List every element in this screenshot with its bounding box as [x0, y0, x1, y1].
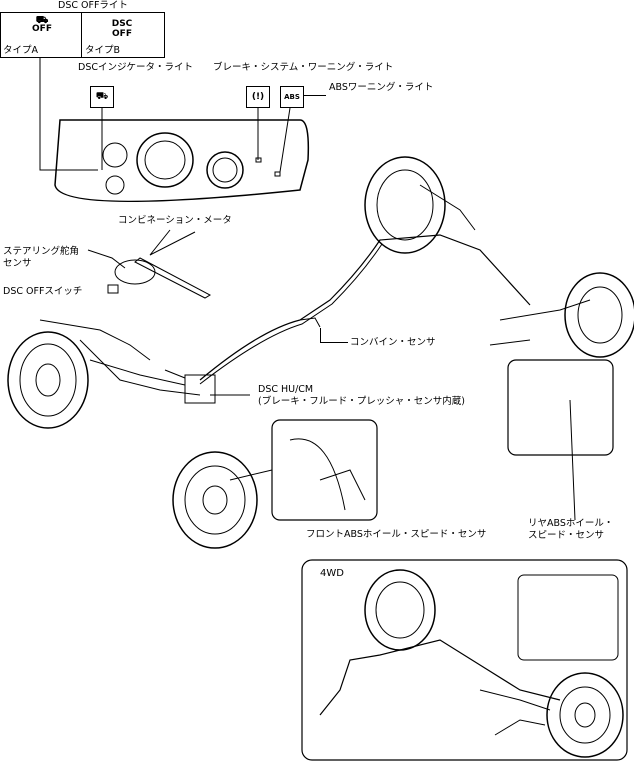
dsc-off-type-a-icon: ⛟ OFF	[26, 16, 58, 34]
combine-sensor-label: コンバイン・センサ	[350, 337, 436, 348]
abs-warning-label: ABSワーニング・ライト	[329, 82, 434, 93]
brake-warning-icon: (!)	[246, 86, 270, 108]
front-abs-sensor-label: フロントABSホイール・スピード・センサ	[306, 529, 487, 540]
abs-warning-icon: ABS	[280, 86, 304, 108]
abs-leader-line	[304, 95, 326, 96]
steering-angle-sensor-label-2: センサ	[3, 258, 32, 269]
car-skid-icon: ⛟	[35, 15, 49, 26]
four-wd-label: 4WD	[320, 568, 344, 579]
combination-meter-label: コンビネーション・メータ	[118, 215, 232, 226]
dsc-hucm-label-2: (ブレーキ・フルード・プレッシャ・センサ内蔵)	[258, 396, 465, 407]
rear-abs-sensor-label-2: スピード・センサ	[528, 530, 605, 541]
dsc-off-switch-label: DSC OFFスイッチ	[3, 286, 83, 297]
steering-angle-sensor-label-1: ステアリング舵角	[3, 246, 80, 257]
rear-abs-sensor-label-1: リヤABSホイール・	[528, 518, 614, 529]
dsc-off-type-a-text: OFF	[32, 24, 52, 34]
leader-line	[320, 342, 348, 343]
dsc-off-light-title: DSC OFFライト	[58, 0, 128, 11]
divider	[81, 13, 82, 57]
type-a-label: タイプA	[3, 45, 38, 56]
brake-warning-label: ブレーキ・システム・ワーニング・ライト	[213, 62, 394, 73]
dsc-off-light-box: ⛟ OFF DSC OFF タイプA タイプB	[0, 12, 165, 58]
dsc-hucm-label-1: DSC HU/CM	[258, 384, 314, 395]
leader-line	[320, 328, 321, 342]
dsc-off-type-b-icon: DSC OFF	[111, 19, 133, 39]
dsc-indicator-icon: ⛟	[90, 86, 114, 108]
type-b-label: タイプB	[85, 45, 121, 56]
dsc-indicator-label: DSCインジケータ・ライト	[78, 62, 193, 73]
